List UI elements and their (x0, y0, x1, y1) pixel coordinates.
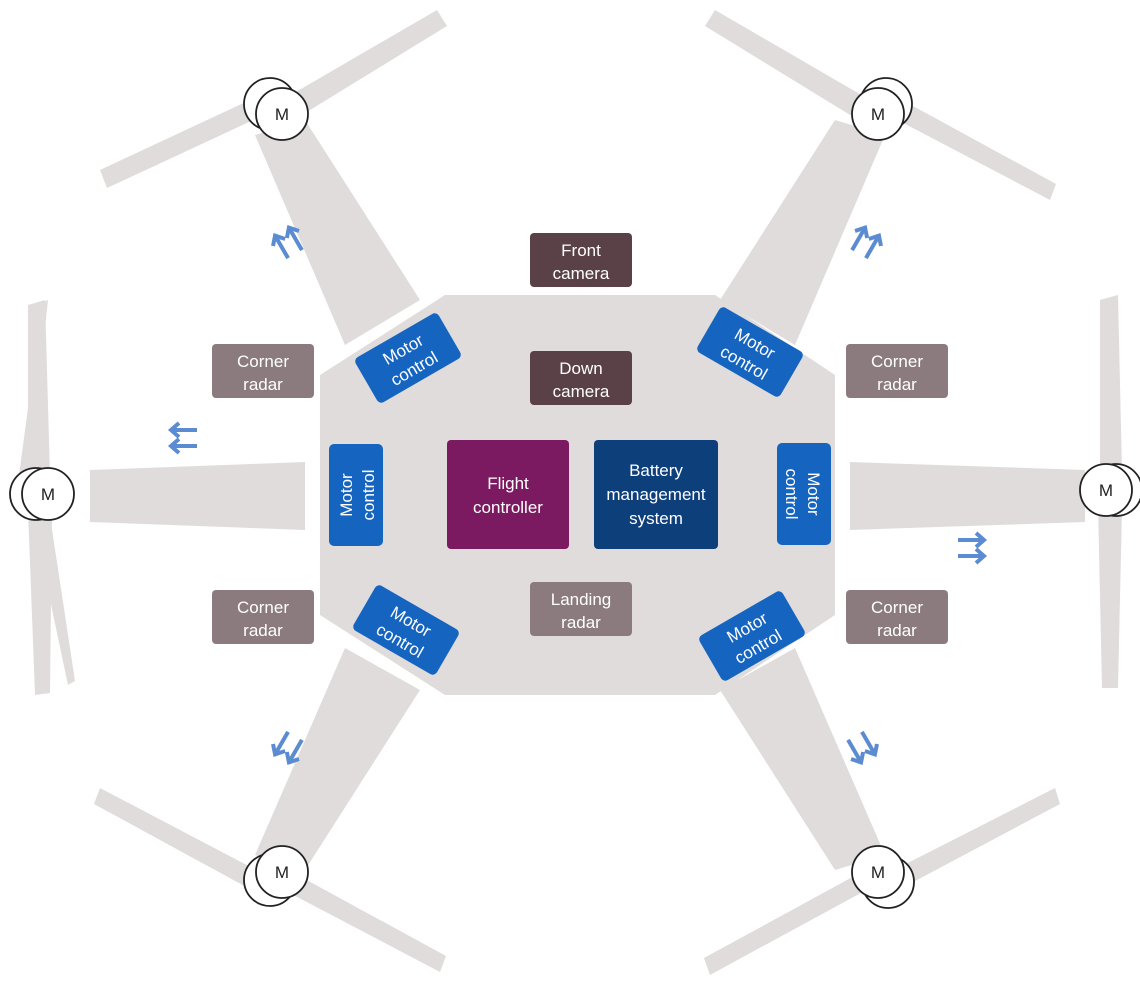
propeller-left (18, 300, 75, 695)
arm-left (90, 462, 305, 530)
motor-left: M (9, 467, 75, 521)
down-camera-label-1: Down (559, 359, 602, 378)
corner-radar-label-2: radar (243, 621, 283, 640)
landing-radar-label-1: Landing (551, 590, 612, 609)
motor-control-top-left: Motor control (355, 313, 461, 403)
propeller-top-right (705, 10, 1056, 200)
motor-label: M (871, 105, 885, 124)
flight-controller-label-1: Flight (487, 474, 529, 493)
corner-radar-label-1: Corner (871, 352, 923, 371)
corner-radar-label-2: radar (243, 375, 283, 394)
motor-label: M (871, 863, 885, 882)
motor-control-left: Motor control (329, 444, 383, 546)
motor-right: M (1079, 463, 1140, 517)
motor-control-label-1: Motor (804, 472, 823, 516)
motor-control-label-2: control (359, 469, 378, 520)
down-camera-label-2: camera (553, 382, 610, 401)
arm-top-left (255, 120, 420, 345)
airflow-arrows (167, 224, 988, 766)
propellers (18, 10, 1122, 975)
double-arrow-icon (846, 730, 879, 766)
landing-radar-box: Landing radar (530, 582, 632, 636)
double-arrow-icon (271, 224, 304, 260)
corner-radar-bottom-right: Corner radar (846, 590, 948, 644)
corner-radar-label-2: radar (877, 621, 917, 640)
battery-label-2: management (606, 485, 706, 504)
battery-label-3: system (629, 509, 683, 528)
motor-bottom-left: M (243, 845, 309, 907)
landing-radar-label-2: radar (561, 613, 601, 632)
down-camera-box: Down camera (530, 351, 632, 405)
corner-radar-label-2: radar (877, 375, 917, 394)
arm-right (850, 462, 1085, 530)
corner-radar-top-left: Corner radar (212, 344, 314, 398)
propeller-right (1098, 295, 1122, 688)
arms (90, 120, 1085, 870)
corner-radar-bottom-left: Corner radar (212, 590, 314, 644)
motor-top-left: M (243, 77, 309, 141)
battery-management-box: Battery management system (594, 440, 718, 549)
motor-control-top-right: Motor control (697, 307, 803, 397)
corner-radar-label-1: Corner (237, 352, 289, 371)
double-arrow-icon (271, 730, 304, 766)
arm-bottom-left (255, 648, 420, 870)
arm-bottom-right (720, 648, 885, 870)
motor-label: M (275, 105, 289, 124)
motor-label: M (275, 863, 289, 882)
front-camera-box: Front camera (530, 233, 632, 287)
motors: M M M M M M (9, 77, 1140, 909)
flight-controller-box: Flight controller (447, 440, 569, 549)
front-camera-label-1: Front (561, 241, 601, 260)
double-arrow-icon (958, 531, 988, 565)
motor-top-right: M (851, 77, 913, 141)
corner-radar-label-1: Corner (237, 598, 289, 617)
motor-bottom-right: M (851, 845, 915, 909)
front-camera-label-2: camera (553, 264, 610, 283)
motor-control-label-1: Motor (337, 473, 356, 517)
battery-label-1: Battery (629, 461, 683, 480)
motor-label: M (41, 485, 55, 504)
motor-control-bottom-right: Motor control (699, 591, 805, 681)
double-arrow-icon (167, 421, 197, 455)
drone-frame (320, 295, 835, 695)
propeller-bottom-right (704, 788, 1060, 975)
motor-label: M (1099, 481, 1113, 500)
corner-radar-top-right: Corner radar (846, 344, 948, 398)
motor-control-label-2: control (782, 468, 801, 519)
motor-control-right: Motor control (777, 443, 831, 545)
corner-radar-label-1: Corner (871, 598, 923, 617)
flight-controller-label-2: controller (473, 498, 543, 517)
double-arrow-icon (850, 224, 883, 260)
propeller-top-left (100, 10, 447, 188)
propeller-bottom-left (94, 788, 446, 972)
arm-top-right (720, 120, 885, 345)
